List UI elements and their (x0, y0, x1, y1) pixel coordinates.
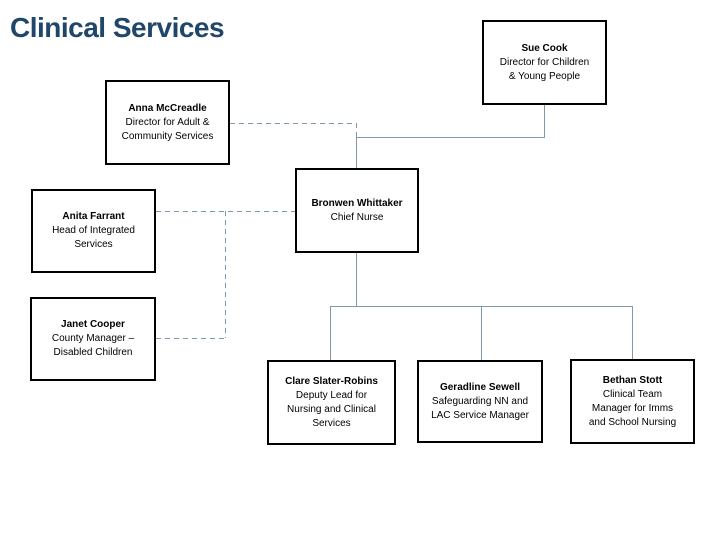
connector-to-geradline (481, 306, 482, 360)
person-role: Disabled Children (53, 347, 133, 358)
connector-janet-dashed (156, 338, 225, 339)
person-role: Head of Integrated (52, 225, 135, 236)
person-name: Anna McCreadle (128, 102, 207, 114)
org-box-anna-mccreadle: Anna McCreadle Director for Adult & Comm… (105, 80, 230, 165)
org-box-janet-cooper: Janet Cooper County Manager – Disabled C… (30, 297, 156, 381)
org-box-bronwen-whittaker: Bronwen Whittaker Chief Nurse (295, 168, 419, 253)
org-box-sue-cook: Sue Cook Director for Children & Young P… (482, 20, 607, 105)
person-name: Bronwen Whittaker (311, 197, 403, 209)
org-box-geradline-sewell: Geradline Sewell Safeguarding NN and LAC… (417, 360, 543, 443)
person-name: Bethan Stott (602, 374, 663, 386)
person-name: Anita Farrant (62, 211, 125, 222)
connector-dashed-vertical (225, 211, 226, 338)
person-role: County Manager – (51, 333, 135, 344)
person-name: Sue Cook (521, 42, 568, 54)
person-role: and School Nursing (588, 416, 677, 428)
person-role: Deputy Lead for (295, 389, 368, 401)
person-role: Services (74, 239, 113, 250)
person-role: Manager for Imms (591, 402, 674, 414)
connector-anna-dashed-drop (356, 123, 357, 137)
org-box-clare-slater-robins: Clare Slater-Robins Deputy Lead for Nurs… (267, 360, 396, 445)
person-role: Clinical Team (602, 388, 663, 400)
person-name: Janet Cooper (61, 319, 125, 330)
org-box-anita-farrant: Anita Farrant Head of Integrated Service… (31, 189, 156, 273)
person-name: Geradline Sewell (439, 381, 521, 393)
person-role: Chief Nurse (330, 211, 384, 223)
page-title: Clinical Services (10, 12, 225, 43)
connector-to-bethan (632, 306, 633, 359)
connector-suecook-elbow (356, 137, 545, 138)
connector-to-bronwen-top (356, 137, 357, 168)
connector-suecook-drop (544, 105, 545, 137)
person-role: & Young People (508, 70, 581, 82)
person-role: Director for Children (499, 56, 590, 68)
person-role: Safeguarding NN and (431, 395, 529, 407)
person-role: LAC Service Manager (431, 409, 529, 421)
person-role: Nursing and Clinical (287, 403, 376, 415)
person-role: Community Services (121, 130, 214, 142)
connector-bronwen-drop (356, 253, 357, 306)
connector-to-clare (330, 306, 331, 360)
connector-anna-dashed (230, 123, 356, 124)
person-role: Director for Adult & (125, 116, 210, 128)
person-role: Services (312, 417, 351, 429)
org-box-bethan-stott: Bethan Stott Clinical Team Manager for I… (570, 359, 695, 444)
person-name: Clare Slater-Robins (285, 375, 378, 387)
